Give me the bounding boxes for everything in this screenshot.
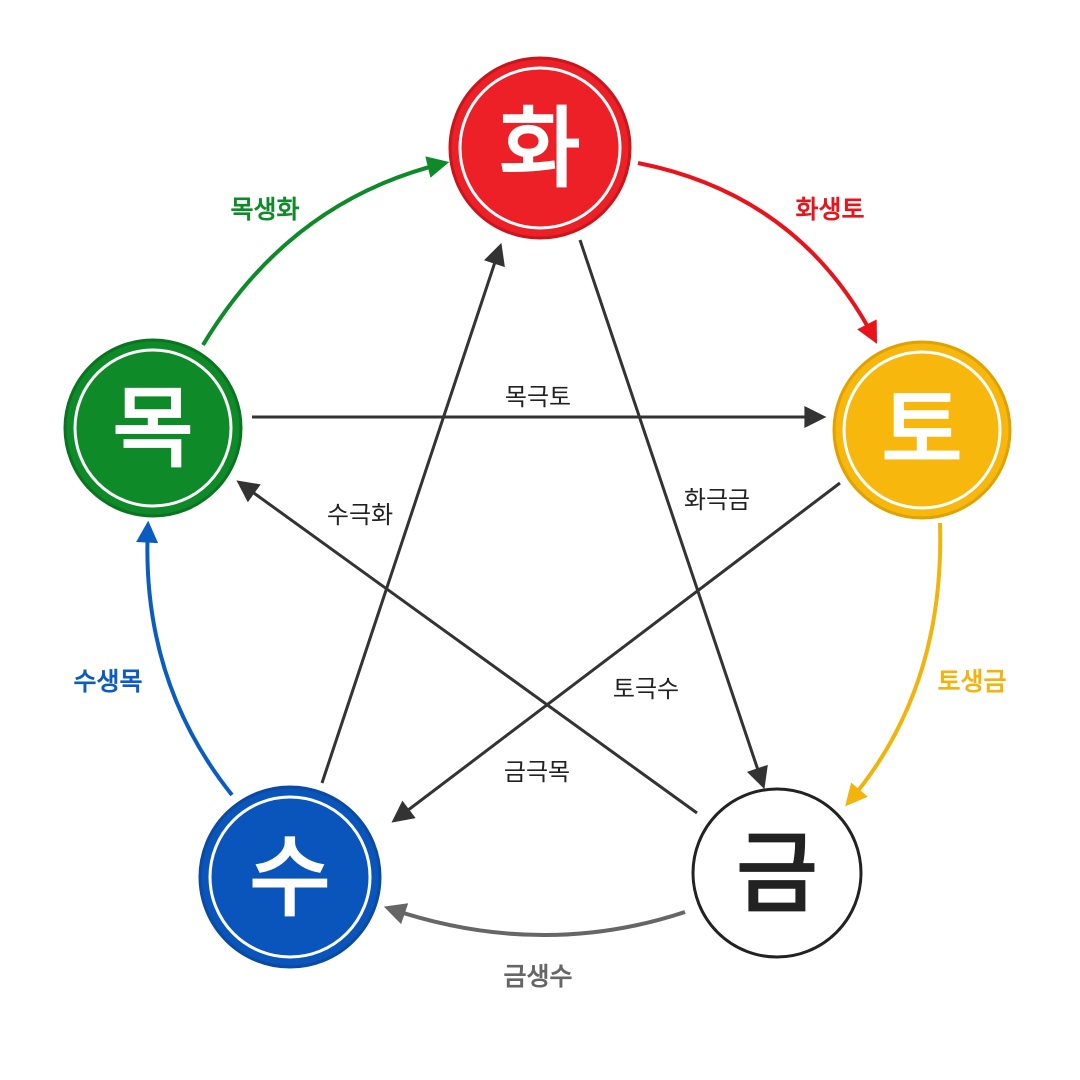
element-nodes: 화 토 금 수 목 [63, 56, 1012, 969]
node-to-label: 토 [882, 378, 963, 482]
line-to-geuk-su [391, 481, 841, 823]
label-su-geuk-hwa: 수극화 [327, 501, 393, 529]
label-hwa-saeng-to: 화생토 [795, 195, 864, 224]
node-hwa: 화 [448, 56, 632, 240]
node-geum: 금 [691, 787, 863, 959]
node-mok-label: 목 [113, 376, 194, 480]
label-su-saeng-mok: 수생목 [73, 667, 142, 696]
arc-hwa-saeng-to [637, 161, 878, 344]
controlling-labels: 목극토 화극금 토극수 금극목 수극화 [327, 383, 750, 786]
generating-cycle [136, 156, 943, 937]
line-su-geuk-hwa [320, 242, 505, 784]
arc-mok-saeng-hwa [201, 156, 450, 347]
arc-to-saeng-geum [845, 522, 943, 807]
label-geum-saeng-su: 금생수 [503, 962, 572, 991]
label-to-saeng-geum: 토생금 [937, 667, 1006, 696]
label-mok-saeng-hwa: 목생화 [230, 195, 299, 224]
node-su-label: 수 [250, 825, 331, 929]
arc-su-saeng-mok [136, 520, 234, 797]
line-hwa-geuk-geum [578, 239, 768, 790]
node-su: 수 [198, 785, 382, 969]
line-geum-geuk-mok [236, 480, 698, 815]
generating-labels: 목생화 화생토 토생금 금생수 수생목 [73, 195, 1006, 991]
arc-geum-saeng-su [383, 903, 686, 937]
label-to-geuk-su: 토극수 [613, 675, 679, 703]
node-geum-label: 금 [737, 821, 818, 925]
node-hwa-label: 화 [500, 96, 581, 200]
node-to: 토 [832, 340, 1012, 520]
node-mok: 목 [63, 338, 243, 518]
label-hwa-geuk-geum: 화극금 [684, 486, 750, 514]
controlling-cycle [236, 239, 841, 823]
label-geum-geuk-mok: 금극목 [504, 758, 570, 786]
label-mok-geuk-to: 목극토 [505, 383, 571, 411]
